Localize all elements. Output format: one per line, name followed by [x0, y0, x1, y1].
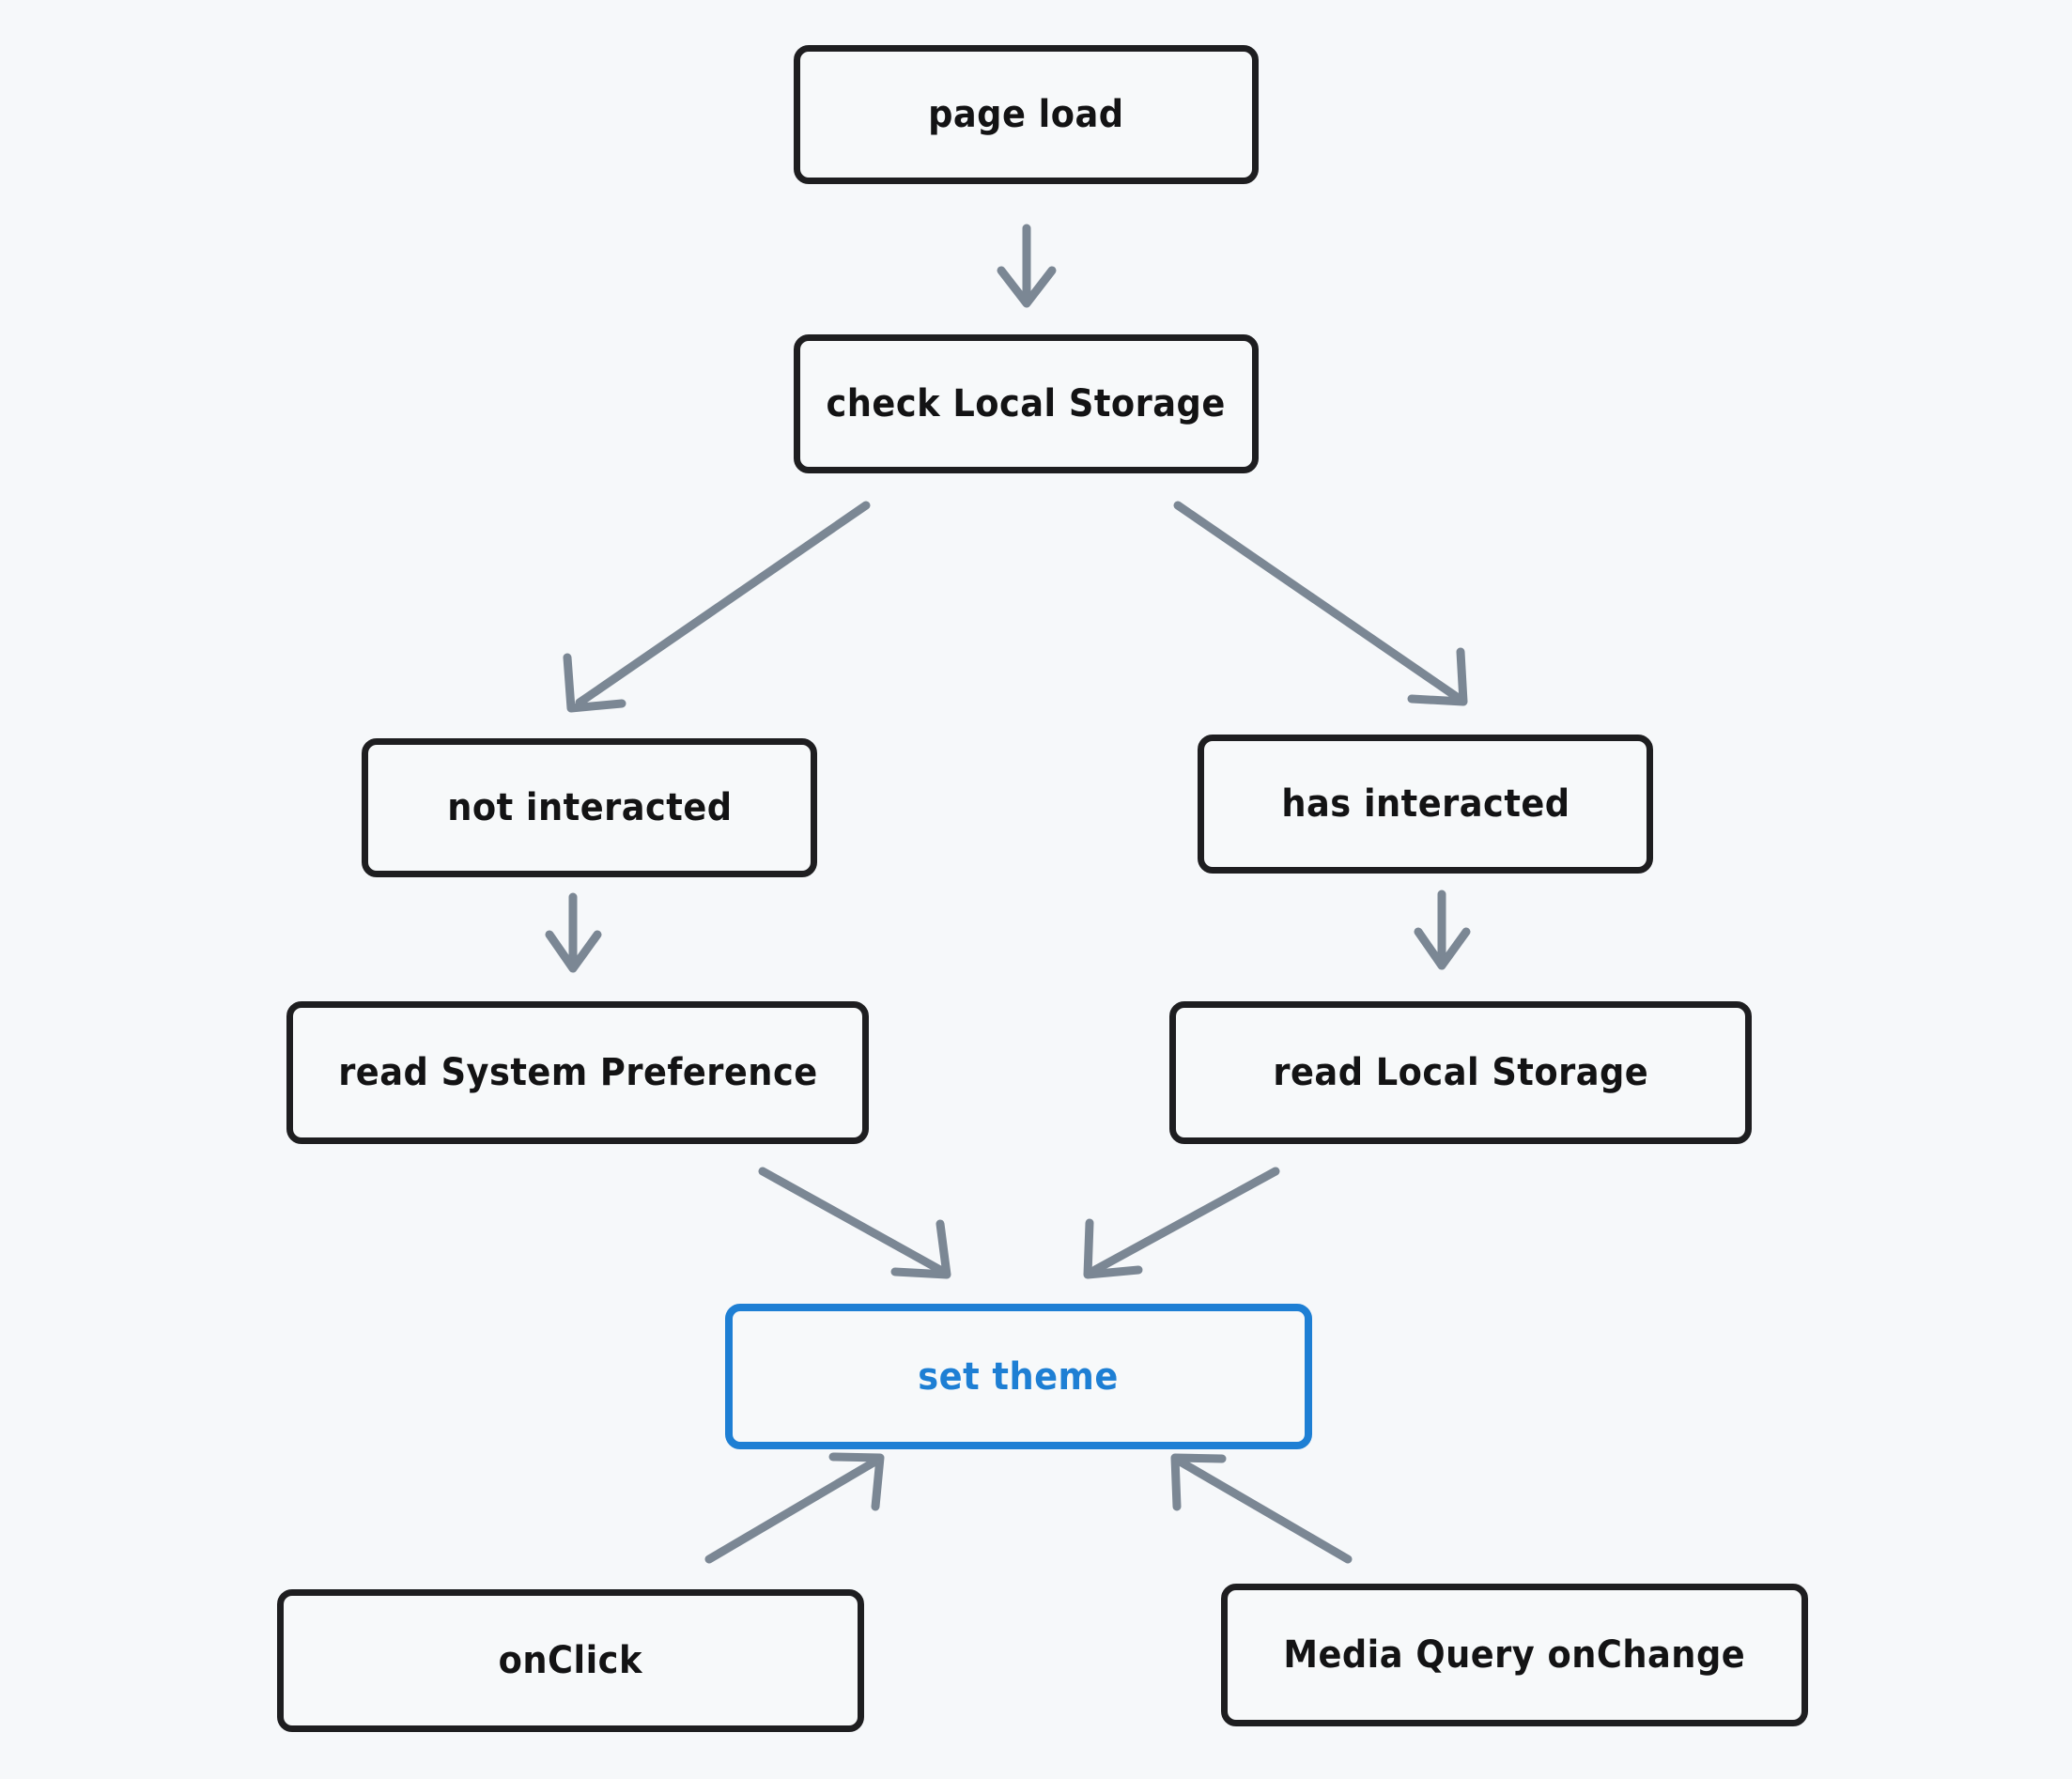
edge-has-interacted-to-read-local-storage — [1414, 890, 1471, 970]
node-on-click-label: onClick — [498, 1639, 643, 1682]
node-check-local-storage-label: check Local Storage — [826, 382, 1227, 425]
edge-page-load-to-check-local-storage — [997, 224, 1057, 308]
edge-read-system-preference-to-set-theme — [758, 1167, 951, 1279]
node-read-system-preference-label: read System Preference — [337, 1051, 818, 1094]
node-media-query-onchange-label: Media Query onChange — [1283, 1633, 1746, 1677]
node-read-system-preference[interactable]: read System Preference — [286, 1001, 869, 1144]
edge-media-query-onchange-to-set-theme — [1170, 1453, 1353, 1564]
node-page-load-label: page load — [928, 93, 1124, 136]
node-has-interacted-label: has interacted — [1280, 782, 1570, 826]
edge-check-local-storage-to-has-interacted — [1173, 501, 1468, 706]
edge-not-interacted-to-read-system-preference — [545, 892, 602, 973]
edge-on-click-to-set-theme — [704, 1452, 885, 1564]
node-media-query-onchange[interactable]: Media Query onChange — [1221, 1584, 1808, 1726]
node-page-load[interactable]: page load — [794, 45, 1259, 184]
node-not-interacted-label: not interacted — [446, 786, 733, 829]
node-on-click[interactable]: onClick — [277, 1589, 864, 1732]
node-not-interacted[interactable]: not interacted — [362, 738, 817, 877]
node-check-local-storage[interactable]: check Local Storage — [794, 334, 1259, 473]
node-set-theme[interactable]: set theme — [725, 1304, 1312, 1449]
node-set-theme-label: set theme — [918, 1354, 1120, 1399]
edge-check-local-storage-to-not-interacted — [563, 501, 871, 713]
edge-read-local-storage-to-set-theme — [1083, 1167, 1280, 1279]
node-has-interacted[interactable]: has interacted — [1198, 735, 1653, 874]
node-read-local-storage-label: read Local Storage — [1273, 1051, 1648, 1094]
node-read-local-storage[interactable]: read Local Storage — [1169, 1001, 1752, 1144]
